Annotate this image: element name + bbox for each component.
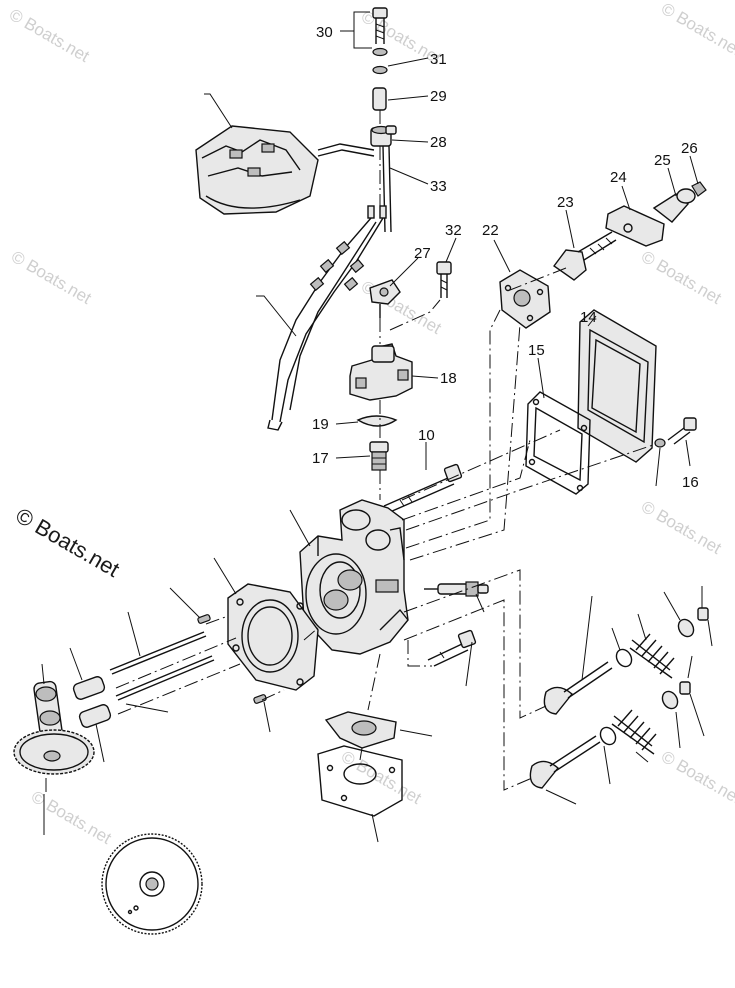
watermark: © Boats.net bbox=[6, 5, 93, 66]
fuel-lines bbox=[267, 205, 387, 431]
watermark: © Boats.net bbox=[638, 497, 725, 558]
part-label: 22 bbox=[482, 222, 499, 239]
part-label: 10 bbox=[418, 427, 435, 444]
dowel-pin bbox=[253, 694, 267, 704]
part-label: 28 bbox=[430, 134, 447, 151]
thermostat-assembly bbox=[349, 279, 413, 471]
watermark: © Boats.net bbox=[338, 747, 425, 808]
watermark: © Boats.net bbox=[8, 247, 95, 308]
bolt-15 bbox=[654, 417, 697, 448]
part-label: 18 bbox=[440, 370, 457, 387]
part-label: 23 bbox=[557, 194, 574, 211]
gasket bbox=[525, 391, 591, 495]
part-label: 17 bbox=[312, 450, 329, 467]
sleeve bbox=[372, 87, 387, 111]
part-label: 15 bbox=[528, 342, 545, 359]
part-label: 33 bbox=[430, 178, 447, 195]
part-label: 14 bbox=[580, 309, 597, 326]
part-label: 19 bbox=[312, 416, 329, 433]
cylinder-head bbox=[299, 499, 409, 655]
leader-lines bbox=[41, 11, 713, 843]
lower-plates bbox=[317, 711, 403, 817]
part-label: 16 bbox=[682, 474, 699, 491]
washer bbox=[372, 47, 388, 57]
cover-assembly bbox=[525, 309, 657, 495]
sender-assembly bbox=[553, 181, 707, 281]
thermostat bbox=[369, 441, 389, 453]
push-rods bbox=[109, 631, 215, 701]
part-label: 25 bbox=[654, 152, 671, 169]
part-label: 24 bbox=[610, 169, 627, 186]
watermark: © Boats.net bbox=[638, 247, 725, 308]
watermark: © Boats.net bbox=[658, 0, 735, 60]
watermark: © Boats.net bbox=[28, 787, 115, 848]
camshaft bbox=[13, 680, 95, 835]
fig-4-4-sketch bbox=[195, 125, 375, 215]
lifters bbox=[72, 676, 112, 728]
alignment-guides bbox=[115, 110, 657, 791]
part-label: 26 bbox=[681, 140, 698, 157]
bolt-33 bbox=[436, 261, 452, 298]
part-labels: 30 31 29 28 33 26 25 24 23 32 22 27 14 1… bbox=[312, 24, 699, 491]
plate bbox=[317, 745, 403, 817]
part-label: 31 bbox=[430, 51, 447, 68]
bolt-head bbox=[372, 7, 388, 19]
part-label: 29 bbox=[430, 88, 447, 105]
part-label: 30 bbox=[316, 24, 333, 41]
watermark-bold: © Boats.net bbox=[12, 503, 124, 582]
dowel-pin bbox=[197, 614, 211, 624]
gasket bbox=[356, 415, 398, 427]
watermark: © Boats.net bbox=[658, 747, 735, 808]
gasket-23 bbox=[499, 269, 551, 329]
plate bbox=[605, 205, 665, 247]
bolt-10 bbox=[383, 463, 463, 513]
washer bbox=[372, 65, 388, 75]
bolt-11 bbox=[427, 629, 477, 667]
part-label: 32 bbox=[445, 222, 462, 239]
a-view-gear bbox=[101, 833, 203, 935]
spark-plug bbox=[424, 581, 489, 597]
valve-train bbox=[529, 607, 709, 789]
part-label: 27 bbox=[414, 245, 431, 262]
head-gasket bbox=[227, 583, 319, 691]
watermark: © Boats.net bbox=[358, 277, 445, 338]
